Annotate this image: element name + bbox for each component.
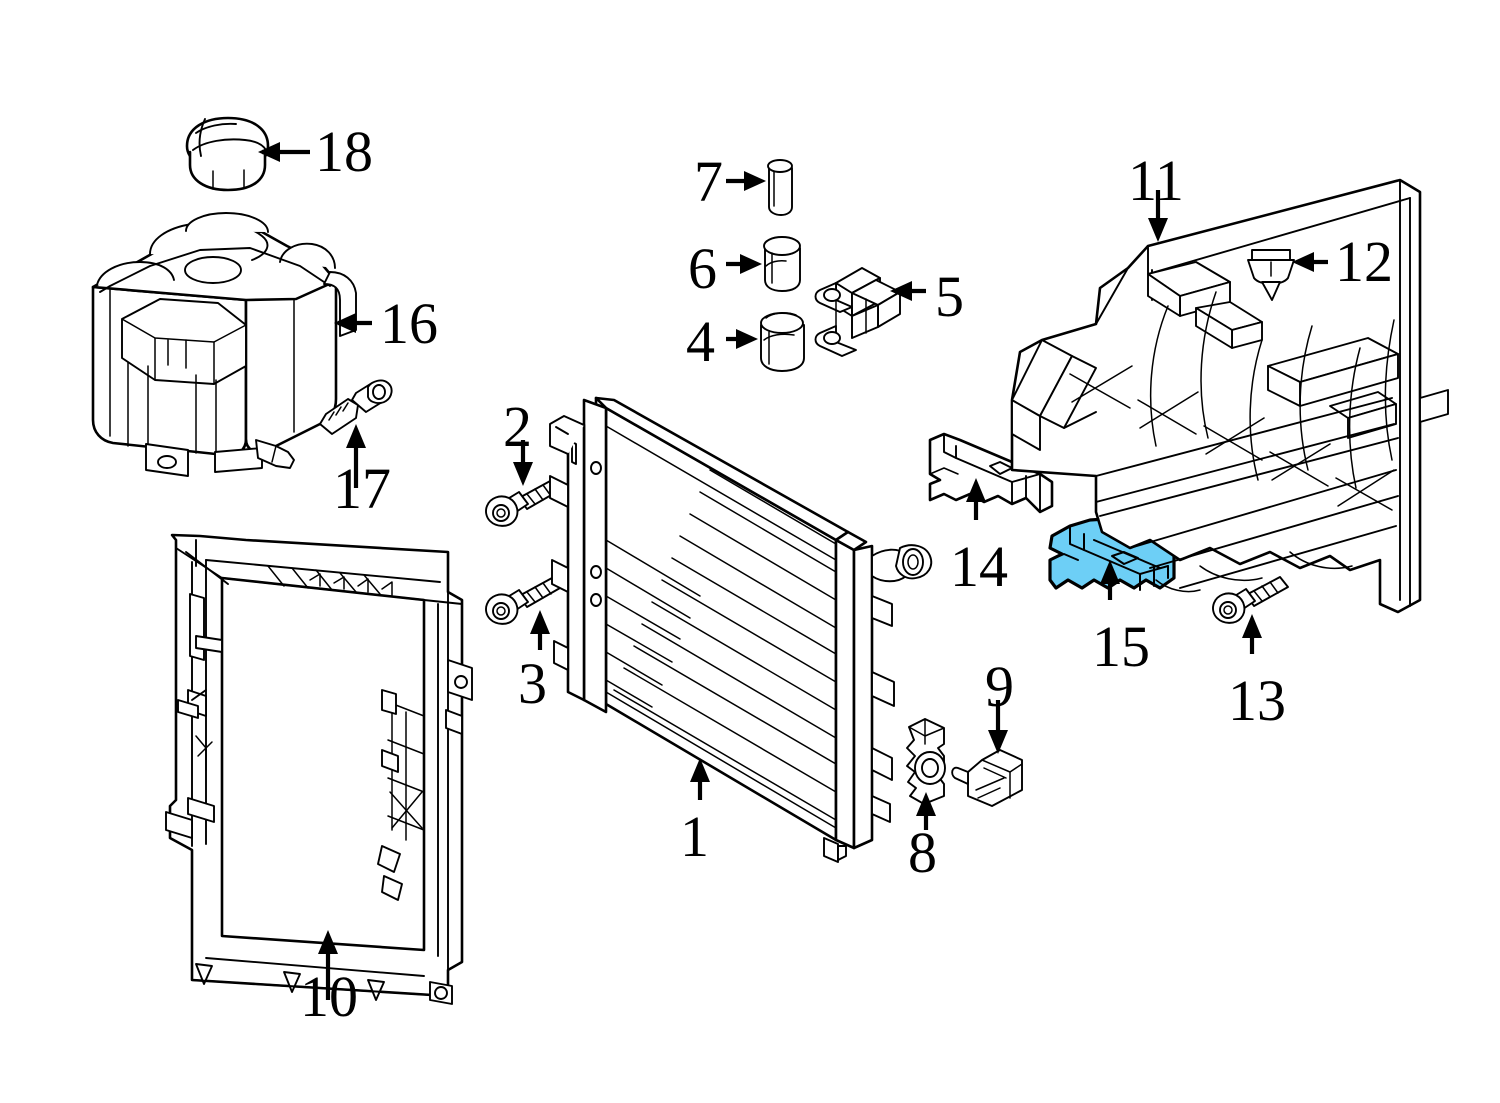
part-18-expansion-tank-cap (185, 116, 270, 192)
part-1-radiator (549, 396, 933, 863)
callout-label-3: 3 (518, 651, 547, 716)
part-9-mounting-clip (951, 749, 1023, 807)
leader-17 (346, 424, 366, 488)
part-8-retaining-clip (906, 718, 946, 805)
callout-label-5: 5 (935, 264, 964, 329)
leader-4 (726, 329, 758, 349)
callout-label-7: 7 (694, 149, 723, 214)
part-4-lower-mounting-grommet (760, 312, 805, 372)
part-2-mounting-bolt-upper (485, 479, 561, 527)
part-11-air-deflector-upper (1010, 178, 1449, 614)
callout-label-18: 18 (315, 119, 373, 184)
leader-11 (1148, 190, 1168, 242)
callout-label-2: 2 (503, 394, 532, 459)
callout-label-1: 1 (680, 804, 709, 869)
leader-8 (916, 792, 936, 830)
callout-label-8: 8 (908, 820, 937, 885)
leader-13 (1242, 614, 1262, 654)
leader-10 (318, 930, 338, 1000)
leader-1 (690, 758, 710, 800)
leader-12 (1292, 252, 1328, 272)
leader-7 (726, 171, 766, 191)
callout-label-16: 16 (380, 291, 438, 356)
part-10-fan-shroud (165, 533, 473, 1005)
callout-label-9: 9 (985, 654, 1014, 719)
leader-16 (334, 313, 372, 333)
part-3-mounting-bolt-lower (485, 577, 561, 625)
callout-label-4: 4 (686, 309, 715, 374)
part-13-air-deflector-bolt (1212, 576, 1289, 624)
callout-label-15: 15 (1092, 614, 1150, 679)
part-7-upper-mounting-pin (767, 159, 793, 216)
part-12-push-pin-clip (1247, 249, 1295, 301)
callout-label-14: 14 (950, 534, 1008, 599)
part-6-insulator-bushing (763, 236, 801, 292)
callout-label-17: 17 (333, 456, 391, 521)
leader-18 (258, 142, 310, 162)
callout-label-6: 6 (688, 236, 717, 301)
leader-14 (966, 478, 986, 520)
leader-6 (726, 254, 762, 274)
leader-5 (890, 281, 926, 301)
callout-label-13: 13 (1228, 668, 1286, 733)
callout-label-12: 12 (1335, 229, 1393, 294)
leader-2 (513, 440, 533, 486)
leader-15 (1100, 560, 1120, 600)
callout-label-10: 10 (300, 964, 358, 1029)
leader-3 (530, 610, 550, 650)
leader-9 (988, 700, 1008, 754)
callout-label-11: 11 (1128, 148, 1184, 213)
part-5-mounting-bracket (814, 267, 901, 357)
part-17-coolant-level-sensor (319, 379, 393, 435)
part-16-coolant-expansion-tank (91, 212, 357, 477)
